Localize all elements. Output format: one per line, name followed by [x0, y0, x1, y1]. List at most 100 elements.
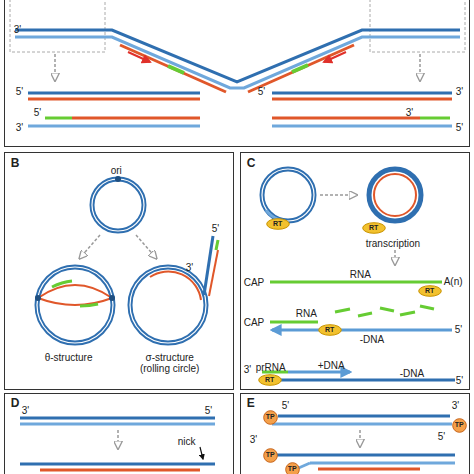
shape-fill [285, 462, 299, 474]
shape-fill [258, 374, 281, 385]
dna-strand [20, 417, 215, 420]
annotation-text: 5' [212, 223, 219, 234]
plasmid-circle [92, 179, 144, 231]
annotation-text: CAP [244, 317, 265, 328]
viral-genome-circle [262, 169, 314, 221]
new-strand [38, 285, 112, 298]
process-arrow [394, 250, 396, 264]
protein-circle: TP [285, 462, 300, 474]
new-strand [150, 271, 201, 300]
plasmid-circle [37, 267, 113, 343]
plasmid-circle [92, 179, 144, 231]
annotation-text: 5' [456, 375, 463, 386]
dna-strand [272, 329, 452, 332]
annotation-text: -DNA [400, 368, 424, 379]
rna-fragment [420, 306, 434, 309]
viral-genome-circle [369, 169, 421, 221]
annotation-text: 5' [282, 400, 289, 411]
plasmid-circle [130, 267, 206, 343]
primer [216, 240, 218, 250]
primer [52, 281, 72, 287]
annotation-text: 3' [22, 405, 29, 416]
enzyme-ellipse: RT [418, 285, 442, 297]
new-strand [40, 469, 200, 472]
direction-arrow [128, 52, 150, 62]
shape-fill [318, 324, 341, 335]
annotation-text: transcription [366, 238, 420, 249]
parental-strand [15, 37, 460, 88]
dna-strand [272, 98, 452, 101]
primer [45, 117, 72, 120]
annotation-text: CAP [244, 277, 265, 288]
dna-strand [272, 117, 420, 120]
enzyme-label: RT [325, 326, 334, 334]
enzyme-label: TP [266, 451, 275, 459]
annotation-text: 5' [258, 86, 265, 97]
primer [420, 117, 450, 120]
enzyme-label: RT [369, 224, 378, 232]
protein-circle: TP [263, 410, 278, 425]
enzyme-ellipse: RT [258, 374, 282, 386]
annotation-text: A(n) [444, 276, 463, 287]
dna-strand [272, 125, 452, 128]
process-arrow [80, 235, 100, 258]
new-strand [120, 45, 226, 92]
origin-dot [115, 176, 121, 182]
viral-genome-circle [262, 169, 314, 221]
enzyme-label: RT [273, 220, 282, 228]
annotation-text: +DNA [318, 360, 345, 371]
panel-box: CtranscriptionCAPRNAA(n)CAPRNA-DNA5'3'pr… [240, 152, 470, 390]
rna-fragment [358, 313, 372, 316]
new-strand [38, 298, 112, 305]
direction-arrow [324, 52, 346, 62]
annotation-text: -DNA [360, 334, 384, 345]
dna-strand [272, 454, 455, 457]
annotation-text: 3' [244, 364, 251, 375]
process-arrow [419, 54, 421, 80]
process-arrow [117, 430, 119, 448]
dashed-frame [370, 0, 465, 52]
annotation-text: 5' [438, 431, 445, 442]
process-arrow [136, 235, 156, 258]
annotation-text: 3' [250, 434, 257, 445]
shape-fill [263, 410, 277, 424]
annotation-text: 3' [14, 24, 21, 35]
primer [292, 65, 308, 72]
dna-strand [262, 379, 455, 382]
panel-box: D3'5'nick [4, 393, 234, 474]
annotation-text: nick [178, 436, 196, 447]
panel-box: Bori5'3'θ-structureσ-structure (rolling … [4, 152, 234, 390]
enzyme-label: RT [265, 376, 274, 384]
enzyme-label: TP [266, 413, 275, 421]
new-strand [248, 45, 354, 92]
dna-strand [272, 92, 452, 95]
enzyme-ellipse: RT [362, 222, 386, 234]
shape-fill [418, 285, 441, 296]
process-arrow [320, 194, 356, 196]
new-strand [209, 250, 218, 296]
shape-fill [452, 418, 466, 432]
new-strand [318, 468, 420, 471]
enzyme-ellipse: RT [266, 218, 290, 230]
dna-strand [278, 415, 450, 418]
annotation-text: prRNA [256, 362, 286, 373]
fork-dot [35, 295, 41, 301]
enzyme-label: RT [425, 287, 434, 295]
annotation-text: 5' [205, 405, 212, 416]
rna-fragment [380, 308, 394, 311]
dashed-frame [10, 0, 105, 52]
annotation-text: 3' [456, 86, 463, 97]
plasmid-circle [37, 267, 113, 343]
enzyme-label: TP [288, 465, 297, 473]
annotation-text: 5' [455, 324, 462, 335]
annotation-text: 5' [34, 107, 41, 118]
panel-box: E5'3'3'5'TPTPTPTP [240, 393, 470, 474]
shape-fill [266, 218, 289, 229]
enzyme-label: TP [455, 421, 464, 429]
panel-letter: B [11, 157, 20, 170]
panel-box: 3'5'3'5'3'5'3'5' [4, 0, 470, 147]
annotation-text: RNA [350, 269, 371, 280]
dna-strand [272, 423, 452, 426]
annotation-text: 5' [456, 122, 463, 133]
